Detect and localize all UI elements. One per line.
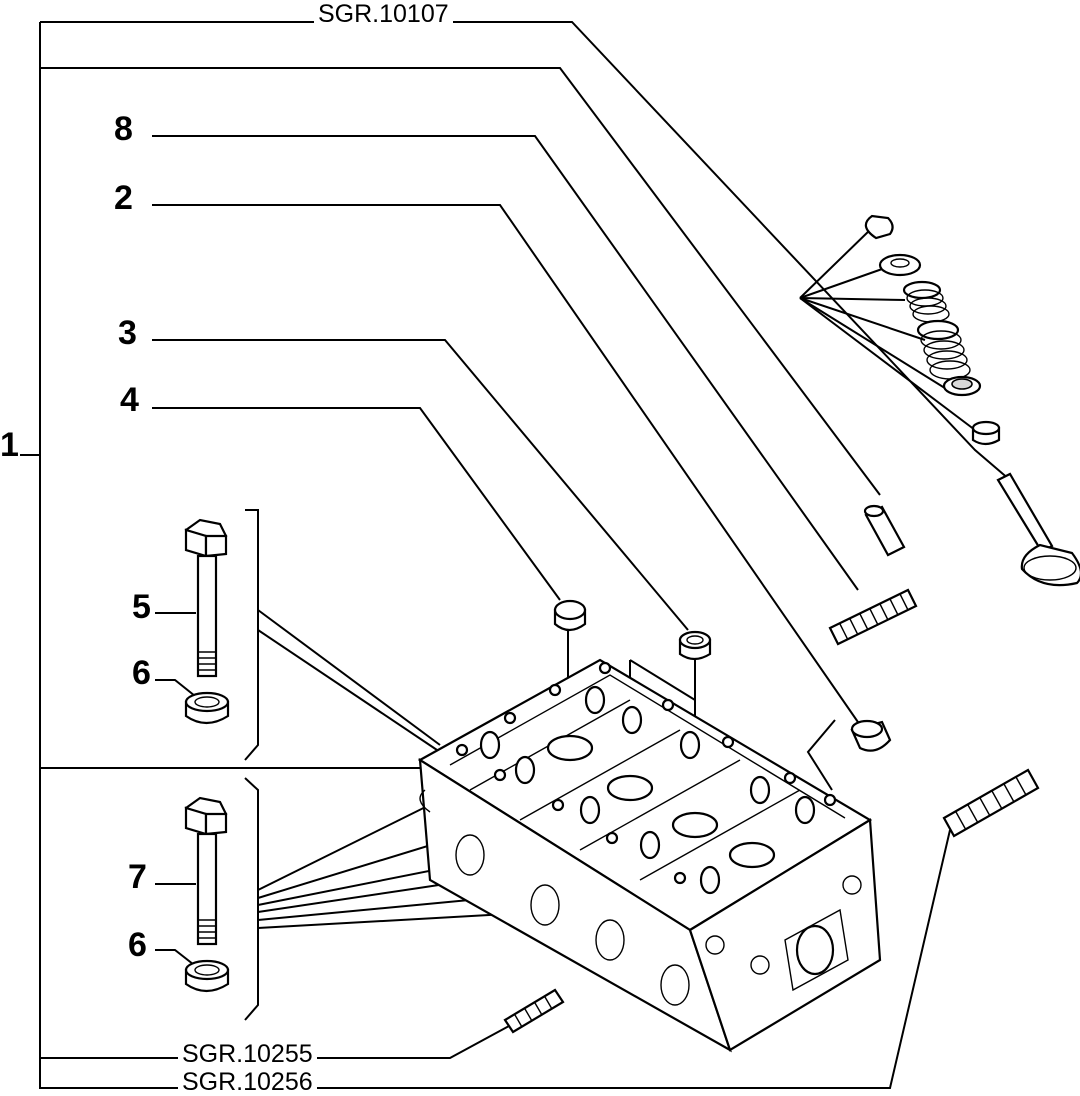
- ref-sgr-10107: SGR.10107: [314, 2, 453, 27]
- valve-guide: [863, 504, 906, 557]
- washer-6a: [184, 691, 230, 725]
- cylinder-head: [417, 658, 882, 1053]
- item-label-8: 8: [114, 110, 133, 148]
- ref-sgr-10255: SGR.10255: [178, 1042, 317, 1067]
- item-label-6b: 6: [128, 926, 147, 964]
- stud-sgr-10256: [942, 768, 1040, 838]
- bolt-5: [184, 518, 228, 678]
- plug-4: [553, 599, 587, 632]
- stud-sgr-10255: [503, 988, 565, 1034]
- washer-6b: [184, 959, 230, 993]
- stud-8: [828, 588, 918, 646]
- item-label-2: 2: [114, 179, 133, 217]
- item-label-5: 5: [132, 588, 151, 626]
- item-label-7: 7: [128, 858, 147, 896]
- plug-2: [850, 719, 892, 752]
- ref-sgr-10256: SGR.10256: [178, 1070, 317, 1095]
- item-label-6a: 6: [132, 654, 151, 692]
- valve-assembly: [864, 214, 1080, 587]
- item-label-3: 3: [118, 314, 137, 352]
- item-label-4: 4: [120, 381, 139, 419]
- plug-3: [678, 630, 712, 661]
- item-label-1: 1: [0, 426, 19, 464]
- bolt-7: [184, 796, 228, 946]
